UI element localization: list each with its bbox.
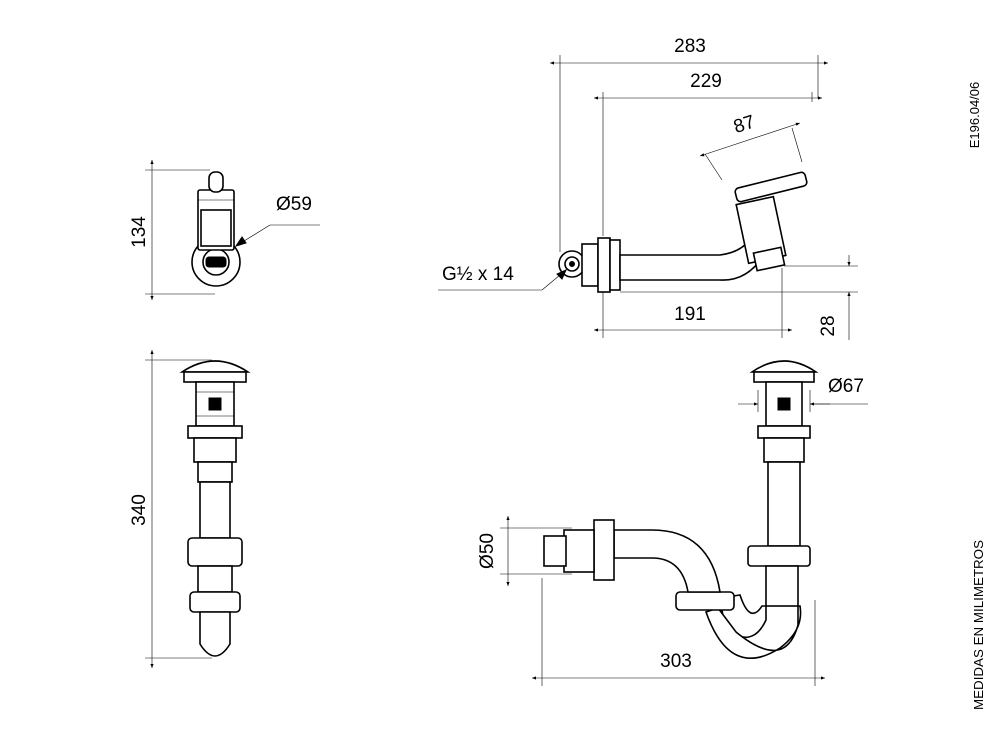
- dimension-outlet-diameter: Ø50: [477, 516, 572, 586]
- reach-label: 191: [674, 304, 706, 325]
- waste-diameter-label: Ø67: [828, 376, 864, 397]
- thread-spec-label: G½ x 14: [442, 264, 514, 285]
- flange-diameter-label: Ø59: [276, 194, 312, 215]
- handle-length-label: 87: [731, 112, 758, 139]
- dimension-faucet-height: 134: [129, 160, 215, 300]
- drain-trap-front-view: [543, 360, 819, 659]
- dimension-drain-height: 340: [129, 350, 212, 668]
- dimension-waste-diameter: Ø67: [738, 376, 868, 412]
- dimension-outlet-height: 28: [620, 255, 858, 340]
- dimension-thread-spec: G½ x 14: [438, 264, 567, 291]
- spout-length-label: 229: [690, 71, 722, 92]
- outlet-diameter-label: Ø50: [477, 533, 498, 569]
- dimension-spout-length: 229: [594, 71, 822, 236]
- drawing-code: E196.04/06: [967, 82, 982, 149]
- dimension-total-length: 283: [550, 36, 828, 252]
- dimension-trap-width: 303: [532, 578, 825, 686]
- faucet-height-label: 134: [129, 216, 150, 248]
- dimension-reach: 191: [594, 268, 792, 338]
- outlet-height-label: 28: [818, 315, 839, 336]
- dimension-handle-length: 87: [699, 112, 803, 181]
- dimension-flange-diameter: Ø59: [234, 194, 320, 247]
- faucet-side-view: [558, 171, 808, 293]
- units-note: MEDIDAS EN MILIMETROS: [971, 540, 986, 710]
- drain-height-label: 340: [129, 494, 150, 526]
- total-length-label: 283: [674, 36, 706, 57]
- faucet-front-view: [191, 171, 241, 287]
- trap-width-label: 303: [660, 651, 692, 672]
- drain-side-view: [179, 360, 251, 657]
